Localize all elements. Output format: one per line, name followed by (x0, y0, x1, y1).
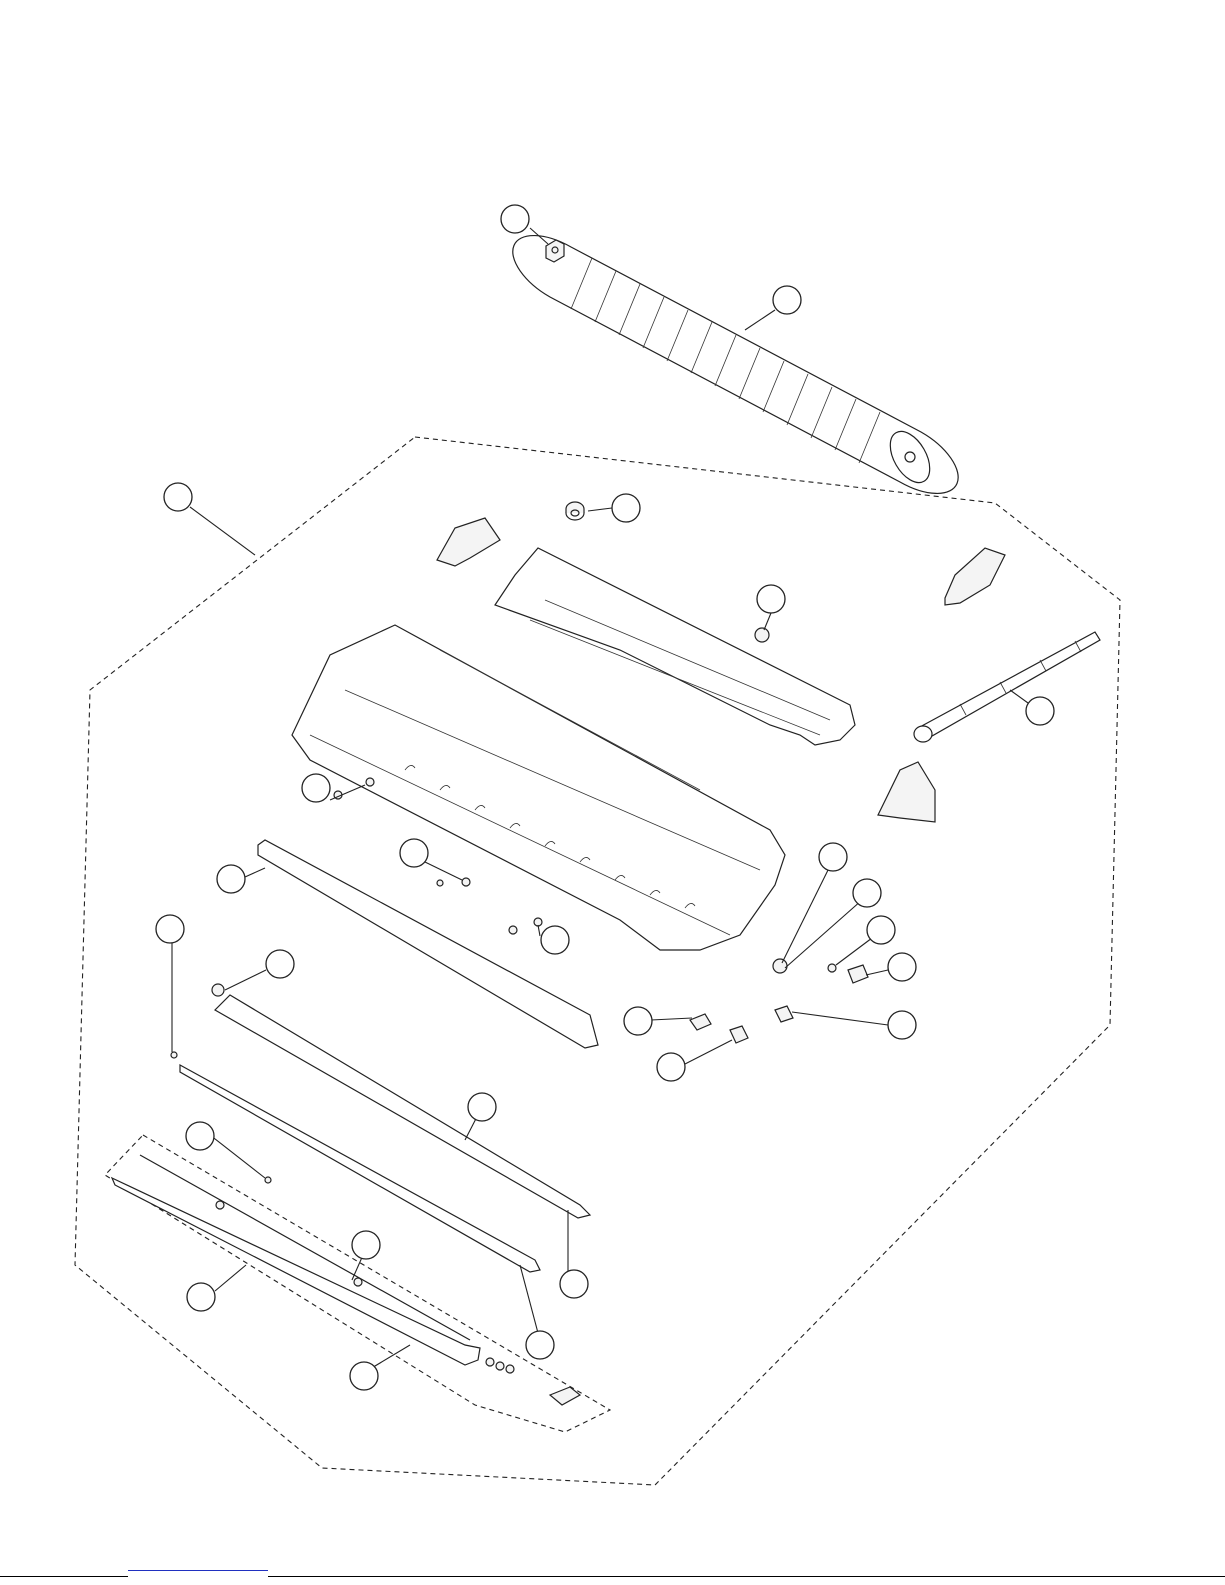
blower-wheel (513, 236, 958, 494)
callout-motor-b (888, 1011, 916, 1039)
callout-gear-a (819, 843, 847, 871)
callout-vane (350, 1362, 378, 1390)
footer-link-underline[interactable] (128, 1570, 268, 1571)
callout-screw-right (867, 916, 895, 944)
callout-motor-c (657, 1053, 685, 1081)
callout-damper-motor (757, 585, 785, 613)
callout-flap-end (560, 1270, 588, 1298)
footer-rule-left (0, 1576, 128, 1577)
bearing (566, 502, 584, 520)
callout-motor-holder (501, 205, 529, 233)
callout-blade-end (526, 1331, 554, 1359)
callout-wire-left (156, 915, 184, 943)
horizontal-flap (215, 995, 590, 1218)
callout-gear-b (853, 879, 881, 907)
callout-flap (468, 1093, 496, 1121)
callout-link (352, 1231, 380, 1259)
callout-rail (217, 865, 245, 893)
callout-screw-mid (400, 839, 428, 867)
callout-nut-lower (541, 926, 569, 954)
callout-spring (266, 950, 294, 978)
pipe-clamp (945, 548, 1005, 605)
callout-wire-low (186, 1122, 214, 1150)
vane-assembly (112, 1155, 580, 1405)
footer-rule-right (268, 1576, 1225, 1577)
callout-pipe (1026, 697, 1054, 725)
right-support-bracket (878, 762, 935, 822)
callout-nut-left (302, 774, 330, 802)
left-support-bracket (437, 518, 500, 566)
callout-fan (773, 286, 801, 314)
callout-bearing (612, 494, 640, 522)
callout-vane-assy (187, 1283, 215, 1311)
callout-chassis (164, 483, 192, 511)
callout-motor-a (888, 953, 916, 981)
drain-pipe (914, 632, 1100, 742)
damper-motors (690, 959, 868, 1043)
callout-clip (624, 1007, 652, 1035)
